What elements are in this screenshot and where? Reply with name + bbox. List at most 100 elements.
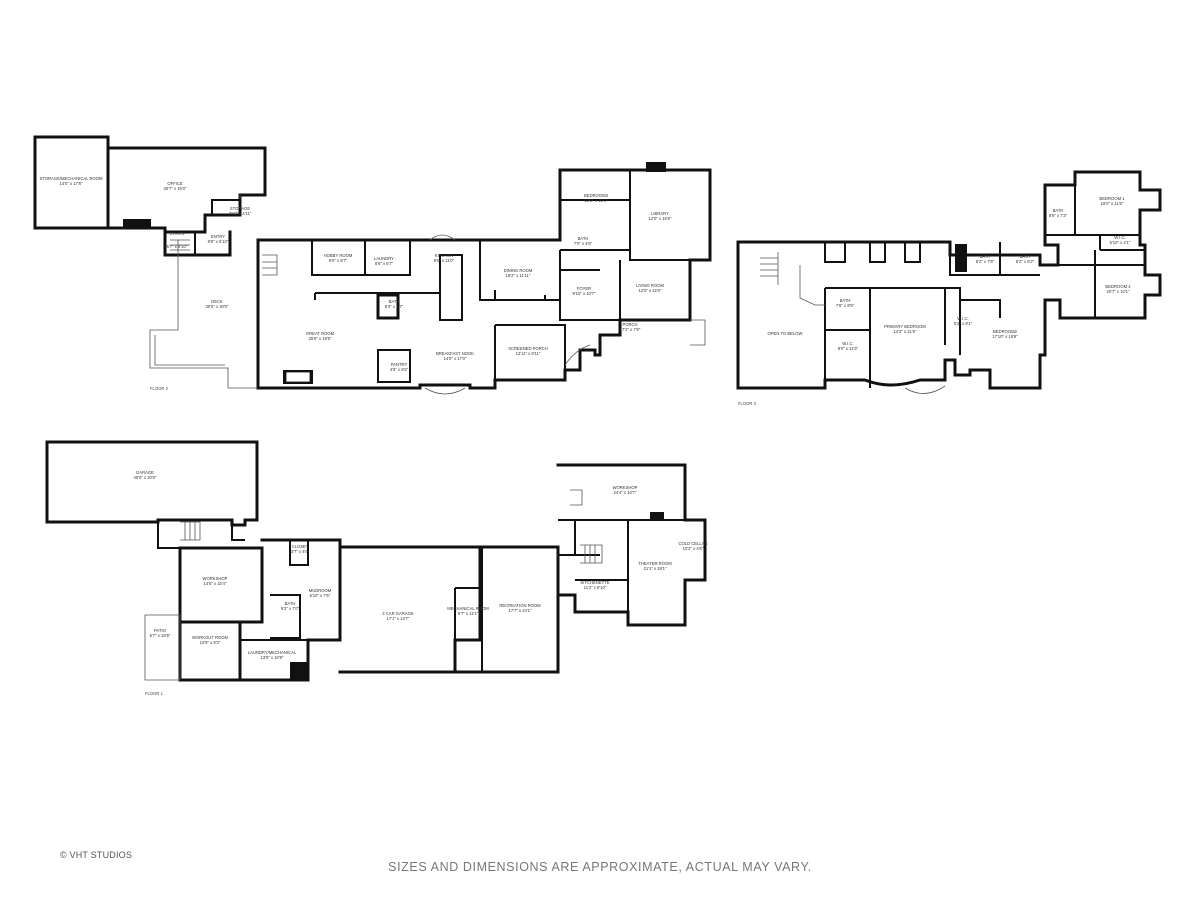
room-name: WORKSHOP bbox=[203, 576, 228, 581]
svg-text:RECREATION ROOM: RECREATION ROOM bbox=[499, 603, 541, 608]
room-dimensions: 14'3" x 21'6" bbox=[894, 329, 917, 334]
room-name: STORAGE bbox=[230, 206, 251, 211]
svg-text:13'5" x 10'6": 13'5" x 10'6" bbox=[585, 198, 608, 203]
floor-2-label: FLOOR 2 bbox=[150, 386, 169, 391]
svg-text:STORAGE: STORAGE bbox=[230, 206, 251, 211]
svg-text:9'10" x 10'7": 9'10" x 10'7" bbox=[573, 291, 596, 296]
svg-text:DINING ROOM: DINING ROOM bbox=[504, 268, 533, 273]
svg-text:LAUNDRY: LAUNDRY bbox=[374, 256, 394, 261]
svg-text:10'2" x 4'6": 10'2" x 4'6" bbox=[683, 546, 704, 551]
svg-text:21'1" x 18'1": 21'1" x 18'1" bbox=[644, 566, 667, 571]
svg-text:20'7" x 10'1": 20'7" x 10'1" bbox=[1107, 289, 1130, 294]
svg-text:6'7" x 11'1": 6'7" x 11'1" bbox=[458, 611, 479, 616]
room-dimensions: 13'5" x 10'6" bbox=[585, 198, 608, 203]
svg-text:LAUNDRY/MECHANICAL: LAUNDRY/MECHANICAL bbox=[248, 650, 297, 655]
room-dimensions: 11'2" x 8'10" bbox=[584, 585, 607, 590]
room-dimensions: 9'0" x 8'7" bbox=[329, 258, 348, 263]
svg-text:30'7" x 15'0": 30'7" x 15'0" bbox=[164, 186, 187, 191]
room-name: FOYER bbox=[577, 286, 591, 291]
floor-3-label: FLOOR 3 bbox=[738, 401, 757, 406]
svg-text:WORKOUT ROOM: WORKOUT ROOM bbox=[192, 635, 228, 640]
room-name: MECHANICAL ROOM bbox=[447, 606, 489, 611]
room-dimensions: 9'9" x 6'10" bbox=[208, 239, 229, 244]
svg-text:17'2" x 7'9": 17'2" x 7'9" bbox=[620, 327, 641, 332]
room-dimensions: 5'2" x 7'0" bbox=[281, 606, 300, 611]
room-name: PATIO bbox=[154, 628, 167, 633]
room-dimensions: 6'10" x 7'5" bbox=[310, 593, 331, 598]
svg-text:BEDROOM 4: BEDROOM 4 bbox=[1105, 284, 1131, 289]
svg-text:9'0" x 8'7": 9'0" x 8'7" bbox=[329, 258, 348, 263]
room-dimensions: 17'7" x 24'1" bbox=[509, 608, 532, 613]
room-name: LAUNDRY bbox=[374, 256, 394, 261]
svg-text:WORKSHOP: WORKSHOP bbox=[203, 576, 228, 581]
svg-text:14'0" x 17'0": 14'0" x 17'0" bbox=[444, 356, 467, 361]
room-name: PANTRY bbox=[391, 362, 408, 367]
room-dimensions: 25'6" x 18'6" bbox=[309, 336, 332, 341]
room-name: BATH bbox=[1053, 208, 1064, 213]
room-name: KITCHEN bbox=[435, 253, 453, 258]
room-dimensions: 20'7" x 10'1" bbox=[1107, 289, 1130, 294]
room-dimensions: 30'7" x 15'0" bbox=[164, 186, 187, 191]
svg-text:11'2" x 8'10": 11'2" x 8'10" bbox=[584, 585, 607, 590]
room-name: BEDROOM 1 bbox=[1099, 196, 1125, 201]
room-dimensions: 9'0" x 11'0" bbox=[434, 258, 455, 263]
room-name: BATH bbox=[1020, 254, 1031, 259]
svg-text:COLD CELLAR: COLD CELLAR bbox=[678, 541, 707, 546]
svg-text:6'7" x 18'9": 6'7" x 18'9" bbox=[150, 633, 171, 638]
room-dimensions: 6'7" x 18'9" bbox=[150, 633, 171, 638]
room-name: BATH bbox=[389, 299, 400, 304]
svg-text:3'7" x 4'6": 3'7" x 4'6" bbox=[291, 549, 310, 554]
svg-text:18'2" x 11'11": 18'2" x 11'11" bbox=[506, 273, 531, 278]
room-name: BATH bbox=[285, 601, 296, 606]
svg-text:BATH: BATH bbox=[840, 298, 851, 303]
room-dimensions: 13'9" x 10'9" bbox=[261, 655, 284, 660]
room-name: PORCH bbox=[622, 322, 637, 327]
room-dimensions: 30'5" x 30'0" bbox=[206, 304, 229, 309]
svg-text:W.I.C.: W.I.C. bbox=[957, 316, 968, 321]
svg-text:6'6" x 6'7": 6'6" x 6'7" bbox=[375, 261, 394, 266]
room-dimensions: 16'0" x 11'5" bbox=[1101, 201, 1124, 206]
room-name: BREAKFAST NOOK bbox=[436, 351, 474, 356]
svg-text:14'6" x 15'4": 14'6" x 15'4" bbox=[204, 581, 227, 586]
room-dimensions: 7'6" x 9'5" bbox=[836, 303, 855, 308]
svg-text:7'10" x 4'11": 7'10" x 4'11" bbox=[229, 211, 252, 216]
room-name: STORAGE/MECHANICAL ROOM bbox=[39, 176, 103, 181]
room-dimensions: 10'9" x 8'3" bbox=[200, 640, 221, 645]
svg-text:ENTRY: ENTRY bbox=[211, 234, 225, 239]
room-dimensions: 5'2" x 9'1" bbox=[954, 321, 973, 326]
svg-text:25'6" x 18'6": 25'6" x 18'6" bbox=[309, 336, 332, 341]
svg-text:17'1" x 14'7": 17'1" x 14'7" bbox=[387, 616, 410, 621]
room-dimensions: 21'1" x 18'1" bbox=[644, 566, 667, 571]
svg-text:GREAT ROOM: GREAT ROOM bbox=[306, 331, 335, 336]
room-name: BEDROOM2 bbox=[993, 329, 1018, 334]
room-name: HOBBY ROOM bbox=[324, 253, 353, 258]
svg-text:30'5" x 30'0": 30'5" x 30'0" bbox=[206, 304, 229, 309]
svg-text:16'0" x 11'5": 16'0" x 11'5" bbox=[1101, 201, 1124, 206]
svg-text:KITCHEN: KITCHEN bbox=[435, 253, 453, 258]
svg-text:8'2" x 6'2": 8'2" x 6'2" bbox=[1016, 259, 1035, 264]
room-name: W.I.C. bbox=[1114, 235, 1125, 240]
room-name: BEDROOM3 bbox=[584, 193, 609, 198]
svg-text:W.I.C.: W.I.C. bbox=[842, 341, 853, 346]
svg-text:8'0" x 11'5": 8'0" x 11'5" bbox=[838, 346, 859, 351]
room-name: LIBRARY bbox=[651, 211, 669, 216]
svg-text:BATH: BATH bbox=[980, 254, 991, 259]
room-dimensions: 5'7" x 4'10" bbox=[167, 244, 188, 249]
svg-text:24'4" x 10'7": 24'4" x 10'7" bbox=[614, 490, 637, 495]
svg-text:GARAGE: GARAGE bbox=[136, 470, 154, 475]
svg-text:12'0" x 12'0": 12'0" x 12'0" bbox=[639, 288, 662, 293]
room-name: KITCHENETTE bbox=[580, 580, 609, 585]
svg-text:7'0" x 4'6": 7'0" x 4'6" bbox=[574, 241, 593, 246]
room-name: STAIRS bbox=[170, 231, 185, 236]
svg-text:STORAGE/MECHANICAL ROOM: STORAGE/MECHANICAL ROOM bbox=[39, 176, 103, 181]
room-dimensions: 24'4" x 10'7" bbox=[614, 490, 637, 495]
floor-1-plan: GARAGE 40'0" x 20'0" WORKSHOP 14'6" x 15… bbox=[45, 440, 708, 696]
svg-text:9'0" x 11'0": 9'0" x 11'0" bbox=[434, 258, 455, 263]
svg-text:DECK: DECK bbox=[211, 299, 223, 304]
svg-text:7'6" x 9'5": 7'6" x 9'5" bbox=[836, 303, 855, 308]
room-name: GARAGE bbox=[136, 470, 154, 475]
svg-text:PRIMARY BEDROOM: PRIMARY BEDROOM bbox=[884, 324, 926, 329]
svg-text:W.I.C.: W.I.C. bbox=[1114, 235, 1125, 240]
room-dimensions: 17'2" x 7'9" bbox=[620, 327, 641, 332]
svg-text:BATH: BATH bbox=[285, 601, 296, 606]
